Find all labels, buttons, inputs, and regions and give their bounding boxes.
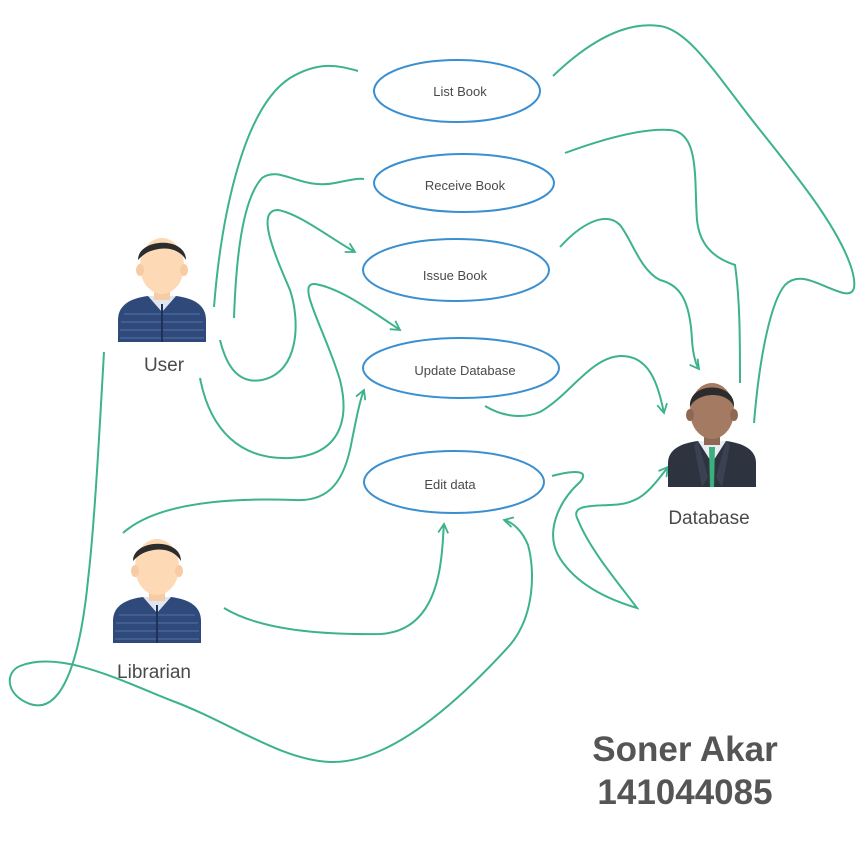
connector-issue-database <box>559 218 701 371</box>
database-label: Database <box>668 508 750 529</box>
use-case-receive-book[interactable]: Receive Book <box>373 153 555 213</box>
author-number: 141044085 <box>597 773 773 812</box>
use-case-edit-data[interactable]: Edit data <box>363 450 545 514</box>
use-case-list-book[interactable]: List Book <box>373 59 541 123</box>
use-case-label: Update Database <box>414 363 515 378</box>
connector-user-receive <box>233 173 365 319</box>
connector-user-edit-loop <box>8 351 533 764</box>
use-case-label: Edit data <box>424 477 476 492</box>
user-label: User <box>143 355 185 376</box>
connector-list-database <box>552 24 856 424</box>
user-avatar-icon[interactable] <box>118 238 206 342</box>
use-case-update-database[interactable]: Update Database <box>362 337 560 399</box>
author-name: Soner Akar <box>592 730 778 769</box>
connector-user-update <box>199 282 402 460</box>
connector-receive-database <box>564 128 741 384</box>
librarian-avatar-icon[interactable] <box>113 539 201 643</box>
use-case-label: Issue Book <box>423 268 488 283</box>
use-case-label: Receive Book <box>425 178 506 193</box>
connector-user-list <box>213 64 359 308</box>
connector-user-issue <box>219 208 357 382</box>
connectors <box>8 24 856 764</box>
author-signature: Soner Akar 141044085 <box>560 728 810 814</box>
connector-update-database <box>484 354 668 417</box>
librarian-label: Librarian <box>117 662 191 683</box>
connector-librarian-edit <box>223 522 449 636</box>
connector-librarian-update <box>122 388 367 534</box>
use-case-label: List Book <box>433 84 487 99</box>
database-avatar-icon[interactable] <box>668 383 756 487</box>
connector-edit-database <box>551 465 670 610</box>
use-case-issue-book[interactable]: Issue Book <box>362 238 550 302</box>
